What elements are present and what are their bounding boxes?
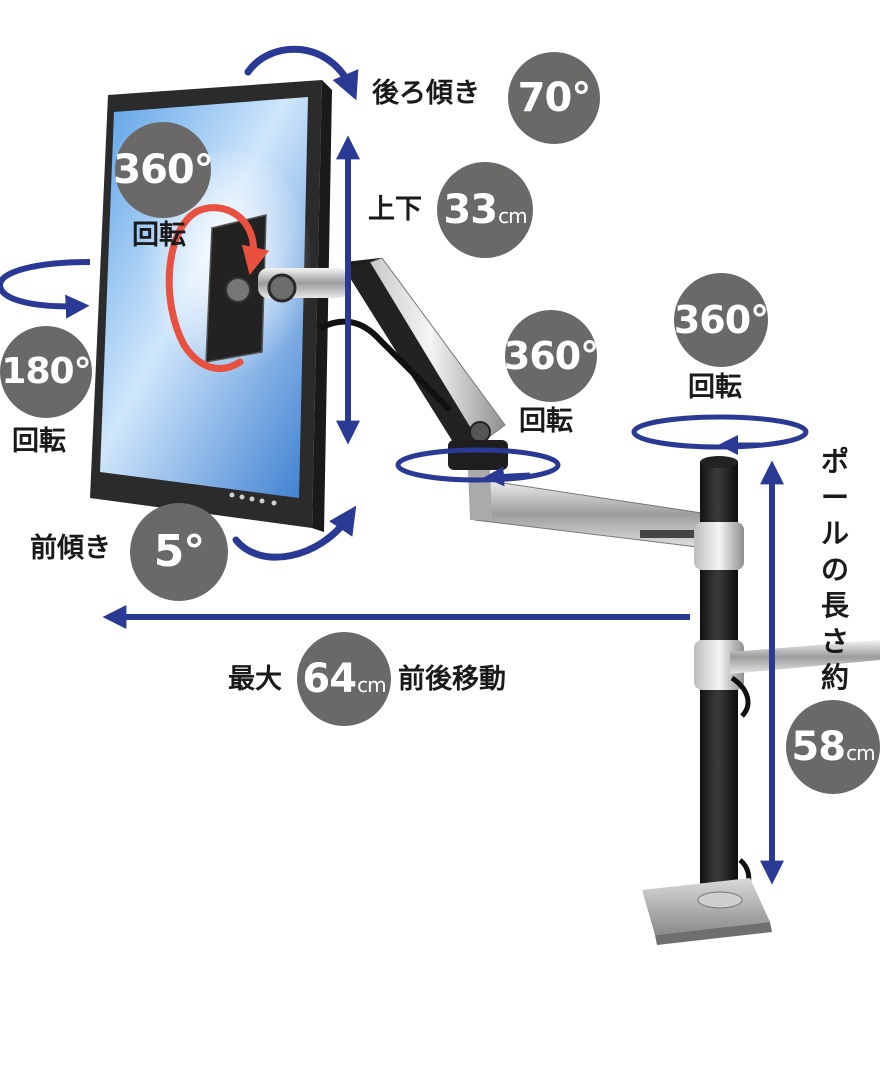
up-down-unit: cm <box>498 204 528 228</box>
pole-length-unit: cm <box>846 741 876 765</box>
pole <box>642 456 880 945</box>
side-rotate-arrow <box>0 259 91 319</box>
up-down-value: 33 <box>443 187 498 233</box>
arm-rotate-label: 回転 <box>519 406 573 437</box>
pole-length-char: 長 <box>820 589 849 622</box>
pole-length-char: ポ <box>820 445 849 478</box>
front-tilt-arrow <box>232 505 357 561</box>
side-rotate-value: 180° <box>1 351 91 392</box>
side-rotate-label: 回転 <box>12 426 66 457</box>
side-rotate-badge: 180° <box>0 326 92 418</box>
up-down-label: 上下 <box>368 194 422 225</box>
arm-rotate-badge: 360° <box>503 310 599 402</box>
pole-length-char: 約 <box>820 661 849 694</box>
pole-rotate-ellipse <box>631 414 809 450</box>
reach-unit: cm <box>357 673 387 697</box>
screen-rotate-arrow <box>165 204 270 372</box>
pole-rotate-value: 360° <box>673 298 769 342</box>
pole-rotate-label: 回転 <box>688 372 742 403</box>
reach-value: 64 <box>302 656 357 702</box>
front-tilt-badge: 5° <box>130 503 228 601</box>
reach-suffix: 前後移動 <box>398 664 506 695</box>
pole-length-char: ー <box>820 481 849 514</box>
front-tilt-value: 5° <box>153 526 206 577</box>
arm-rotate-ellipse <box>395 447 561 483</box>
back-tilt-label: 後ろ傾き <box>372 78 480 109</box>
arm-rotate-value: 360° <box>503 334 599 378</box>
screen-rotate-badge: 360° <box>113 122 214 218</box>
reach-prefix: 最大 <box>228 664 282 695</box>
screen-rotate-label: 回転 <box>132 220 186 251</box>
arm-rotate-arrow <box>484 466 531 487</box>
screen-rotate-value: 360° <box>113 147 213 193</box>
vesa-plate <box>205 214 267 363</box>
pole-length-char: の <box>820 553 849 586</box>
front-tilt-label: 前傾き <box>30 533 111 564</box>
pole-length-label: ポ ー ル の 長 さ 約 <box>818 448 852 700</box>
back-tilt-arrow <box>244 45 359 101</box>
pole-length-char: ル <box>820 517 849 550</box>
pole-rotate-badge: 360° <box>673 273 769 367</box>
back-tilt-value: 70° <box>517 75 592 121</box>
back-tilt-badge: 70° <box>508 52 600 144</box>
pole-length-value: 58 <box>791 724 846 770</box>
pole-length-char: さ <box>820 625 849 658</box>
